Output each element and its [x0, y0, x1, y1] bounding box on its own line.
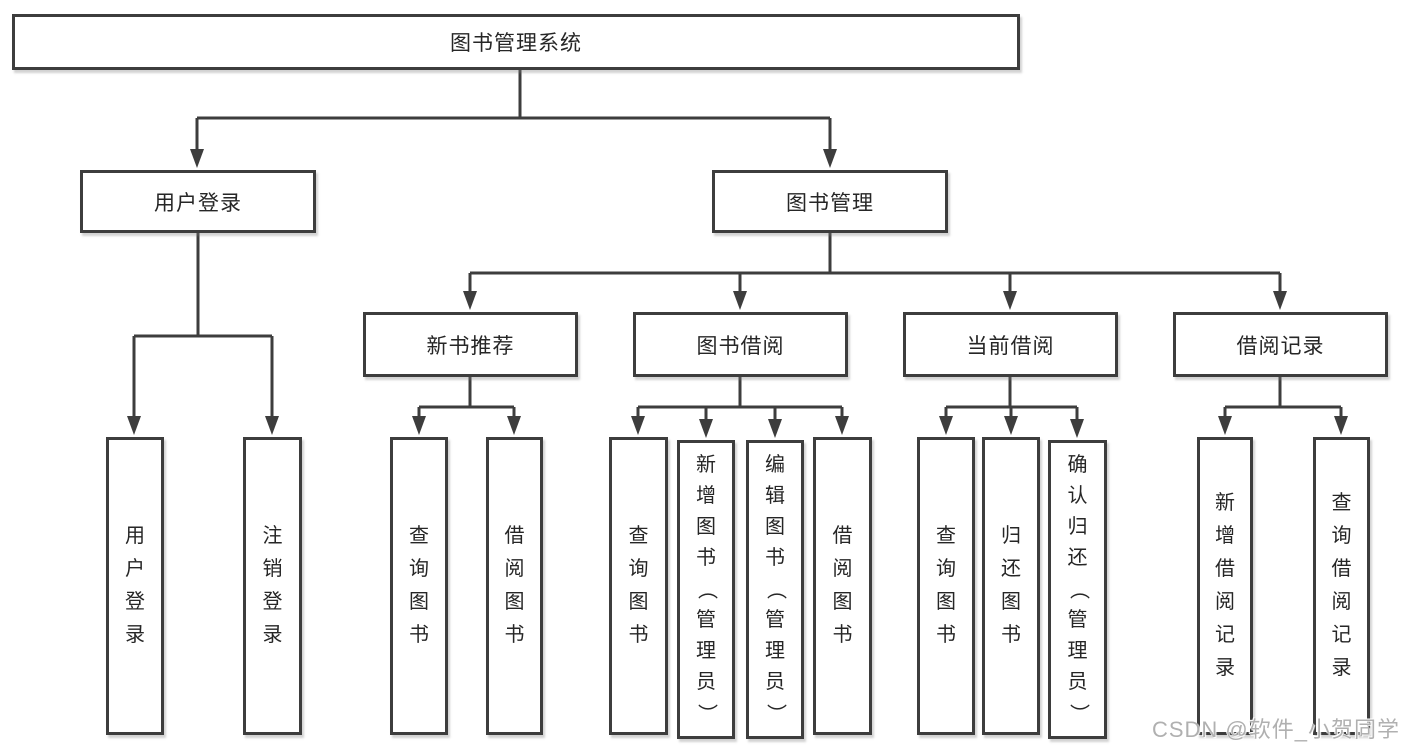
node-label: 用户登录	[154, 191, 242, 215]
arrowhead	[463, 291, 477, 310]
node-borrowing-records: 借阅记录	[1173, 312, 1388, 377]
arrowhead	[265, 416, 279, 435]
arrowhead	[1334, 416, 1348, 435]
arrowhead	[733, 291, 747, 310]
leaf-label: 注销登录	[262, 525, 283, 646]
node-label: 借阅记录	[1236, 334, 1325, 358]
arrowhead	[507, 416, 521, 435]
leaf-label: 查询图书	[936, 525, 956, 646]
node-new-book-recommendation: 新书推荐	[363, 312, 578, 377]
watermark: CSDN @软件_小贺同学	[1151, 717, 1400, 742]
leaf-borrow-books-borrowing: 借阅图书	[813, 437, 872, 735]
leaf-label: 确认归还（管理员）	[1067, 454, 1089, 724]
leaf-label: 查询借阅记录	[1331, 492, 1352, 679]
leaf-confirm-return-admin: 确认归还（管理员）	[1048, 440, 1107, 739]
node-label: 图书管理	[786, 191, 874, 215]
node-current-borrowing: 当前借阅	[903, 312, 1118, 377]
leaf-add-books-admin: 新增图书（管理员）	[677, 440, 735, 739]
arrowhead	[1218, 416, 1232, 435]
arrowhead	[127, 416, 141, 435]
leaf-label: 新增借阅记录	[1215, 492, 1235, 679]
leaf-label: 编辑图书（管理员）	[764, 454, 787, 724]
leaf-logout: 注销登录	[243, 437, 302, 735]
node-library-management-system: 图书管理系统	[12, 14, 1020, 70]
arrowhead	[1273, 291, 1287, 310]
leaf-add-borrow-record: 新增借阅记录	[1197, 437, 1253, 735]
node-book-management: 图书管理	[712, 170, 948, 233]
node-user-login: 用户登录	[80, 170, 316, 233]
arrowhead	[190, 149, 204, 168]
arrowhead	[1070, 419, 1084, 438]
leaf-search-books-recommend: 查询图书	[390, 437, 448, 735]
leaf-label: 新增图书（管理员）	[695, 454, 718, 724]
node-book-borrowing: 图书借阅	[633, 312, 848, 377]
arrowhead	[412, 416, 426, 435]
node-label: 当前借阅	[966, 334, 1055, 358]
node-label: 新书推荐	[426, 334, 515, 358]
arrowhead	[631, 416, 645, 435]
leaf-label: 借阅图书	[504, 525, 525, 646]
leaf-label: 归还图书	[1001, 525, 1021, 646]
leaf-search-books-current: 查询图书	[917, 437, 975, 735]
node-label: 图书管理系统	[450, 32, 582, 55]
arrowhead	[835, 416, 849, 435]
leaf-search-books-borrowing: 查询图书	[609, 437, 668, 735]
leaf-label: 借阅图书	[832, 525, 853, 646]
arrowhead	[1004, 416, 1018, 435]
arrowhead	[939, 416, 953, 435]
leaf-user-login: 用户登录	[106, 437, 164, 735]
arrowhead	[699, 419, 713, 438]
leaf-label: 查询图书	[409, 525, 429, 646]
leaf-borrow-books-recommend: 借阅图书	[486, 437, 543, 735]
leaf-label: 查询图书	[628, 525, 649, 646]
leaf-edit-books-admin: 编辑图书（管理员）	[746, 440, 804, 739]
connector-path	[132, 70, 1343, 424]
leaf-search-borrow-record: 查询借阅记录	[1313, 437, 1370, 735]
arrowhead	[768, 419, 782, 438]
leaf-label: 用户登录	[125, 525, 145, 646]
arrowhead	[823, 149, 837, 168]
leaf-return-books: 归还图书	[982, 437, 1040, 735]
node-label: 图书借阅	[696, 334, 785, 358]
arrowhead	[1003, 291, 1017, 310]
